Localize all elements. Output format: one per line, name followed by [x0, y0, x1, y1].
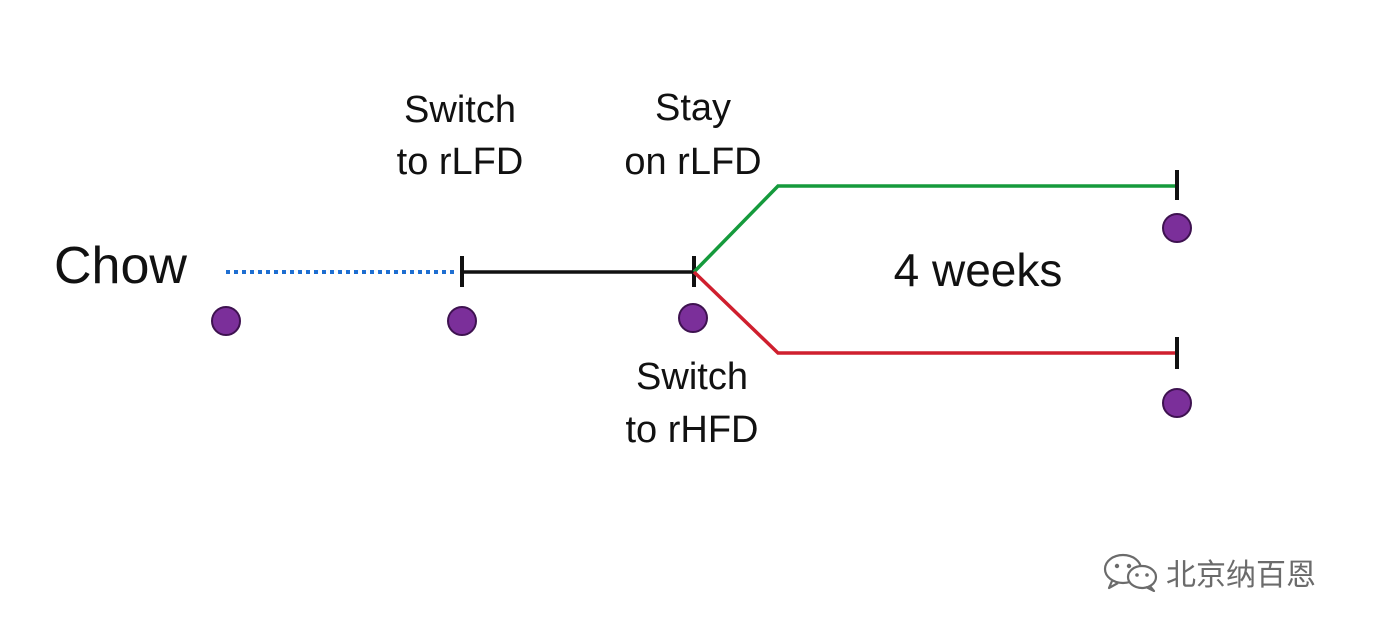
watermark: 北京纳百恩	[1102, 550, 1316, 594]
timepoint-rlfd-end-dot	[1162, 213, 1192, 243]
duration-label: 4 weeks	[894, 244, 1063, 296]
wechat-icon	[1103, 553, 1158, 592]
rlfd-branch-line	[692, 184, 1177, 274]
timepoint-switch-rlfd-dot	[447, 306, 477, 336]
stay-rlfd-label-line2: on rLFD	[624, 141, 761, 183]
watermark-text: 北京纳百恩	[1166, 558, 1316, 593]
switch-rlfd-label-line1: Switch	[404, 89, 516, 131]
timepoint-rhfd-end-dot	[1162, 388, 1192, 418]
switch-rhfd-label-line1: Switch	[636, 356, 748, 398]
switch-rhfd-label-line2: to rHFD	[626, 409, 759, 451]
stay-rlfd-label-line1: Stay	[655, 87, 731, 129]
switch-rlfd-label-line2: to rLFD	[397, 141, 524, 183]
rhfd-branch-line	[692, 270, 1177, 355]
timepoint-chow-dot	[211, 306, 241, 336]
chow-label: Chow	[54, 237, 187, 295]
timepoint-branch-dot	[678, 303, 708, 333]
